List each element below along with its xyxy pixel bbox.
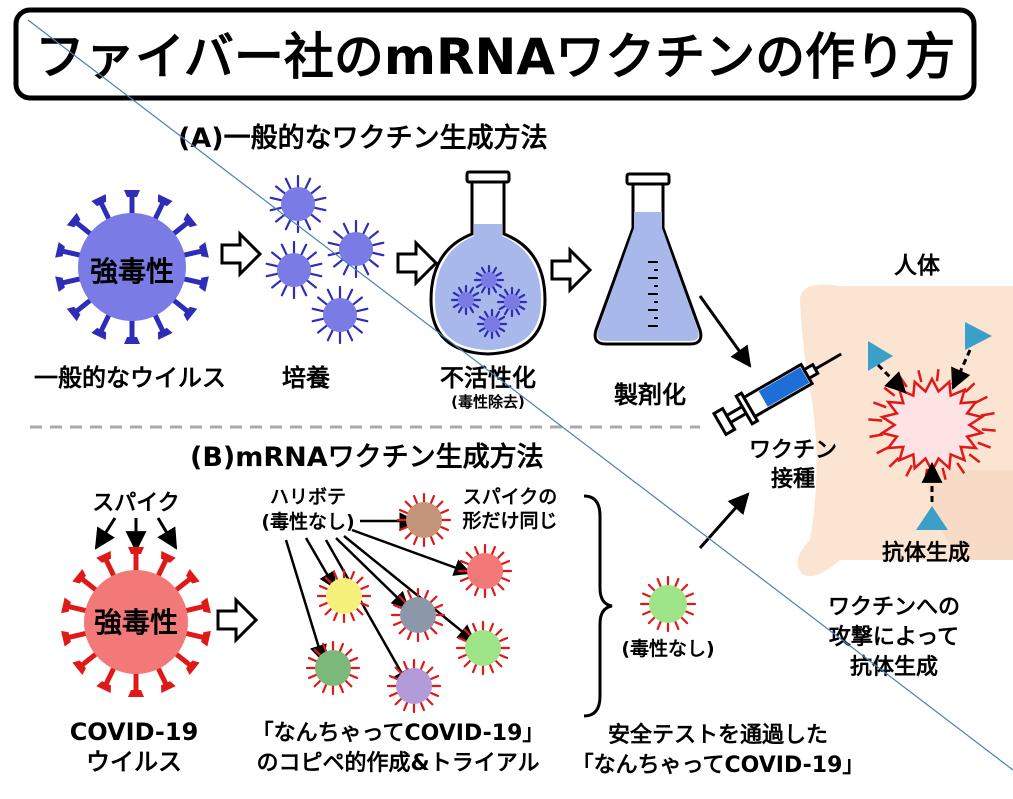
burst-ray	[869, 433, 884, 439]
diagonal-line	[27, 19, 1013, 771]
spike-arrow	[156, 517, 178, 550]
trial-caption-2: のコピペ的作成&トライアル	[257, 750, 540, 776]
vaccination-label-2: 接種	[771, 467, 815, 492]
fake-label-1: ハリボテ	[270, 486, 346, 508]
trial-caption-1: 「なんちゃってCOVID-19」	[252, 721, 545, 746]
step-virus-label: 一般的なウイルス	[34, 364, 226, 392]
trial-virus	[305, 640, 361, 696]
grouping-brace	[583, 494, 613, 718]
antibody-icon	[916, 506, 948, 530]
flask-to-syringe-arrow	[698, 295, 752, 368]
spike-label: スパイク	[92, 491, 180, 516]
burst-ray	[872, 401, 887, 409]
spike-arrow	[94, 517, 117, 550]
same-shape-2: 形だけ同じ	[462, 510, 557, 532]
antibody-label: 抗体生成	[882, 540, 970, 566]
passed-to-vaccination-arrow	[698, 492, 750, 549]
virulent-virus-a	[55, 190, 209, 344]
virus-a-body	[55, 190, 209, 344]
trial-viruses	[305, 492, 513, 714]
passed-virus	[639, 575, 697, 633]
burst-ray	[980, 411, 995, 417]
culture-virus	[265, 240, 323, 300]
step-culture-label: 培養	[282, 364, 330, 392]
cultured-viruses	[265, 174, 385, 345]
erlenmeyer-flask	[593, 172, 703, 346]
title-box: ファイバー社のmRNAワクチンの作り方	[13, 7, 977, 101]
attack-label-2: 攻撃によって	[829, 624, 959, 650]
virus-b-body	[61, 547, 211, 697]
fake-label-2: (毒性なし)	[261, 510, 354, 533]
burst-ray	[868, 418, 883, 422]
burst-ray	[941, 467, 947, 481]
trial-virus	[316, 568, 372, 624]
burst-ray	[977, 441, 992, 449]
burst-ray	[968, 453, 981, 464]
burst-ray	[924, 468, 929, 481]
flask-virus	[450, 284, 482, 316]
passed-virus-body	[639, 575, 697, 633]
antibody-icon	[965, 322, 992, 350]
trial-arrows	[284, 512, 476, 688]
virus-a-label: 強毒性	[90, 255, 174, 288]
burst-ray	[935, 369, 940, 382]
culture-virus	[311, 285, 369, 345]
burst-ray	[876, 446, 890, 455]
antibody-icon	[868, 341, 893, 371]
same-shape-1: スパイクの	[463, 486, 558, 508]
virus-b-label: 強毒性	[94, 606, 178, 639]
page-title: ファイバー社のmRNAワクチンの作り方	[35, 28, 955, 86]
covid19-virus	[61, 547, 211, 697]
covid-caption-2: ウイルス	[86, 748, 182, 776]
trial-virus	[455, 620, 511, 676]
culture-virus	[269, 174, 327, 234]
antibody-arrow	[951, 349, 972, 390]
passed-caption-2: 「なんちゃってCOVID-19」	[572, 753, 865, 778]
vaccination-label-1: ワクチン	[749, 438, 837, 463]
flask-virus	[476, 308, 508, 340]
burst-ray	[956, 462, 966, 475]
step-arrow	[396, 239, 439, 287]
round-flask	[429, 170, 547, 356]
section-a-heading: (A)一般的なワクチン生成方法	[178, 122, 548, 154]
passed-caption-1: 安全テストを通過した	[608, 722, 828, 748]
syringe-icon	[711, 352, 842, 437]
trial-virus	[390, 587, 446, 643]
culture-virus	[327, 219, 385, 279]
burst-ray	[905, 464, 913, 477]
step-formulation-label: 製剤化	[614, 381, 686, 409]
trial-virus	[457, 543, 513, 599]
section-b-heading: (B)mRNAワクチン生成方法	[190, 441, 544, 473]
burst-ray	[974, 395, 988, 404]
attack-label-3: 抗体生成	[850, 654, 938, 680]
flask-virus	[473, 264, 505, 296]
flask-virus	[496, 286, 528, 318]
body-label: 人体	[894, 253, 941, 279]
burst-ray	[917, 369, 923, 383]
step-arrow	[550, 246, 593, 294]
burst-core	[912, 405, 952, 445]
burst-ray	[981, 428, 996, 432]
step-inactivation-label: 不活性化	[440, 364, 536, 392]
trial-virus	[386, 658, 442, 714]
covid-caption-1: COVID-19	[70, 718, 199, 746]
attack-label-1: ワクチンへの	[828, 595, 960, 620]
passed-label: (毒性なし)	[621, 637, 714, 660]
trial-virus	[396, 492, 452, 548]
step-inactivation-note: (毒性除去)	[451, 393, 525, 411]
antibody-arrow	[876, 363, 907, 394]
step-arrow	[220, 230, 263, 278]
burst-ray	[888, 456, 900, 468]
step-arrow	[216, 596, 259, 644]
